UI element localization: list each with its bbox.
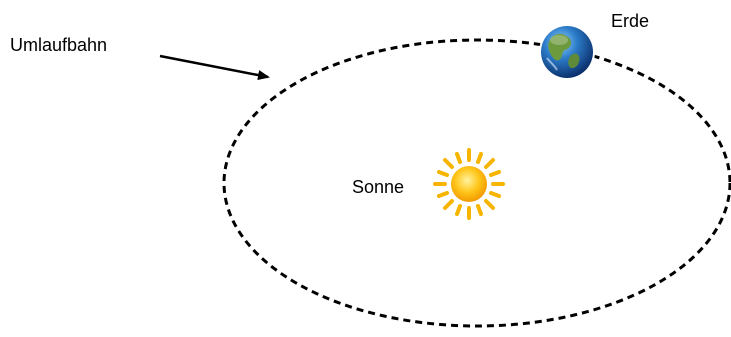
orbit-arrow xyxy=(160,56,268,77)
sun-label: Sonne xyxy=(352,178,404,196)
orbit-label: Umlaufbahn xyxy=(10,36,107,54)
earth-label: Erde xyxy=(611,12,649,30)
earth-globe-icon xyxy=(539,24,595,80)
sun-icon xyxy=(435,150,503,218)
